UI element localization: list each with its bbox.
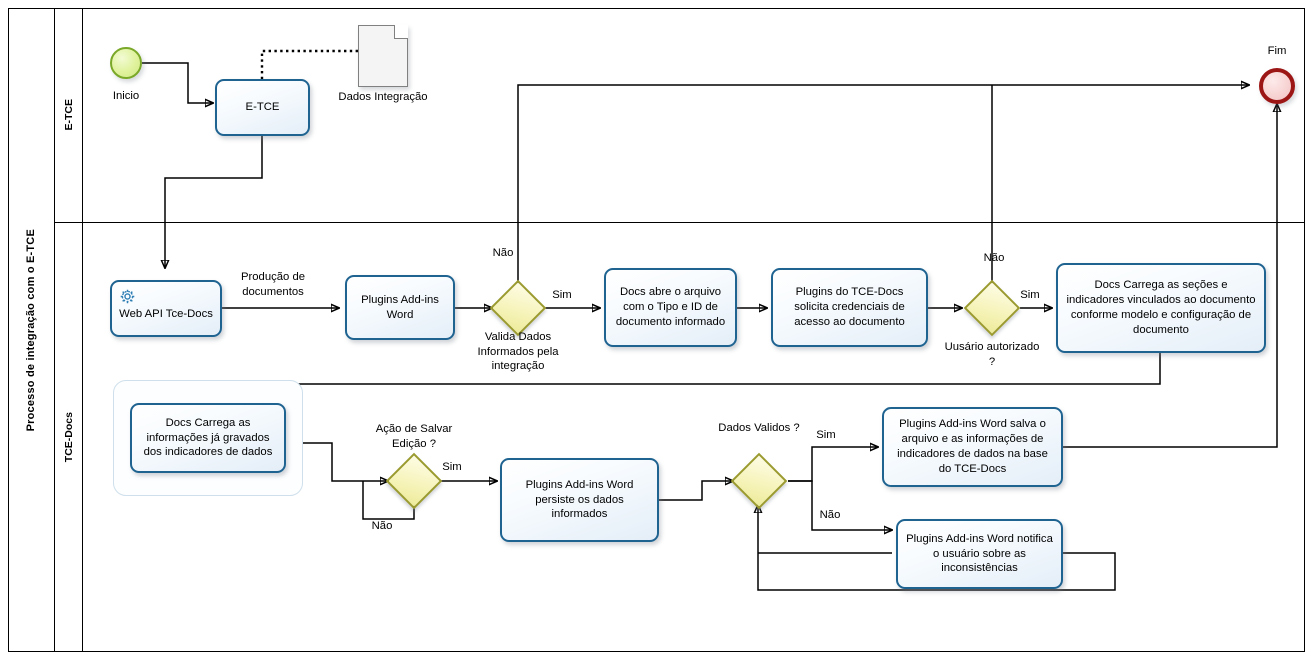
- pool-label: Processo de integração com o E-TCE: [8, 8, 55, 652]
- task-plugins-add-ins-word[interactable]: Plugins Add-ins Word: [345, 275, 455, 340]
- flow-label-dados-sim: Sim: [816, 429, 836, 441]
- start-event-label: Inicio: [112, 90, 140, 102]
- gear-icon: [120, 289, 135, 304]
- task-carrega-secoes-label: Docs Carrega as seções e indicadores vin…: [1066, 279, 1256, 336]
- task-salva-arquivo[interactable]: Plugins Add-ins Word salva o arquivo e a…: [882, 407, 1063, 487]
- gateway-dados-validos[interactable]: [730, 452, 788, 510]
- task-docs-abre-arquivo-label: Docs abre o arquivo com o Tipo e ID de d…: [615, 286, 726, 328]
- task-web-api-label: Web API Tce-Docs: [119, 308, 213, 321]
- task-carrega-secoes[interactable]: Docs Carrega as seções e indicadores vin…: [1056, 263, 1266, 353]
- flow-label-valida-nao: Não: [492, 247, 514, 259]
- gateway-dados-validos-shape: [730, 452, 788, 510]
- gateway-dados-validos-label: Dados Validos ?: [718, 422, 800, 434]
- gateway-acao-salvar-label: Ação de Salvar Edição ?: [375, 423, 453, 450]
- flow-label-dados-nao: Não: [819, 509, 841, 521]
- task-e-tce[interactable]: E-TCE: [215, 79, 310, 136]
- start-event-inicio[interactable]: [110, 47, 142, 79]
- task-persiste-dados-label: Plugins Add-ins Word persiste os dados i…: [525, 478, 634, 521]
- lane-label-tce-docs-text: TCE-Docs: [62, 411, 75, 463]
- flow-label-producao: Produção de documentos: [240, 271, 306, 298]
- data-object-label: Dados Integração: [338, 91, 428, 103]
- lane-label-e-tce: E-TCE: [55, 8, 83, 222]
- pool-label-text: Processo de integração com o E-TCE: [25, 228, 37, 432]
- task-plugins-add-ins-word-label: Plugins Add-ins Word: [361, 293, 439, 321]
- flow-label-salvar-sim: Sim: [442, 461, 462, 473]
- lane-label-tce-docs: TCE-Docs: [55, 222, 83, 652]
- gateway-usuario-autorizado-shape: [963, 279, 1021, 337]
- end-event-fim[interactable]: [1259, 68, 1295, 104]
- task-notifica-usuario[interactable]: Plugins Add-ins Word notifica o usuário …: [896, 519, 1063, 589]
- task-carrega-informacoes[interactable]: Docs Carrega as informações já gravados …: [130, 403, 286, 473]
- task-solicita-credenciais-label: Plugins do TCE-Docs solicita credenciais…: [794, 286, 905, 328]
- flow-label-salvar-nao: Não: [371, 520, 393, 532]
- data-object-fold-icon: [394, 25, 408, 39]
- flow-label-usuario-sim: Sim: [1020, 289, 1040, 301]
- pool-frame: [8, 8, 1305, 652]
- gateway-usuario-autorizado-label: Uusário autorizado ?: [944, 341, 1040, 368]
- data-object-dados-integracao[interactable]: [358, 25, 408, 87]
- end-event-label: Fim: [1267, 45, 1287, 57]
- flow-label-valida-sim: Sim: [552, 289, 572, 301]
- lane-divider: [55, 222, 1305, 223]
- task-solicita-credenciais[interactable]: Plugins do TCE-Docs solicita credenciais…: [771, 268, 928, 347]
- flow-label-usuario-nao: Não: [983, 252, 1005, 264]
- task-web-api-tce-docs[interactable]: Web API Tce-Docs: [110, 280, 222, 337]
- task-carrega-informacoes-label: Docs Carrega as informações já gravados …: [143, 416, 273, 459]
- task-salva-arquivo-label: Plugins Add-ins Word salva o arquivo e a…: [897, 418, 1048, 475]
- gateway-valida-dados[interactable]: [489, 279, 547, 337]
- gateway-usuario-autorizado[interactable]: [963, 279, 1021, 337]
- gateway-valida-dados-shape: [489, 279, 547, 337]
- gateway-acao-salvar-shape: [385, 452, 443, 510]
- task-notifica-usuario-label: Plugins Add-ins Word notifica o usuário …: [906, 532, 1053, 575]
- gateway-valida-dados-label: Valida Dados Informados pela integração: [477, 331, 559, 373]
- lane-label-e-tce-text: E-TCE: [62, 99, 75, 131]
- task-e-tce-label: E-TCE: [245, 101, 280, 114]
- gateway-acao-salvar[interactable]: [385, 452, 443, 510]
- task-persiste-dados[interactable]: Plugins Add-ins Word persiste os dados i…: [500, 458, 659, 542]
- task-docs-abre-arquivo[interactable]: Docs abre o arquivo com o Tipo e ID de d…: [604, 268, 737, 347]
